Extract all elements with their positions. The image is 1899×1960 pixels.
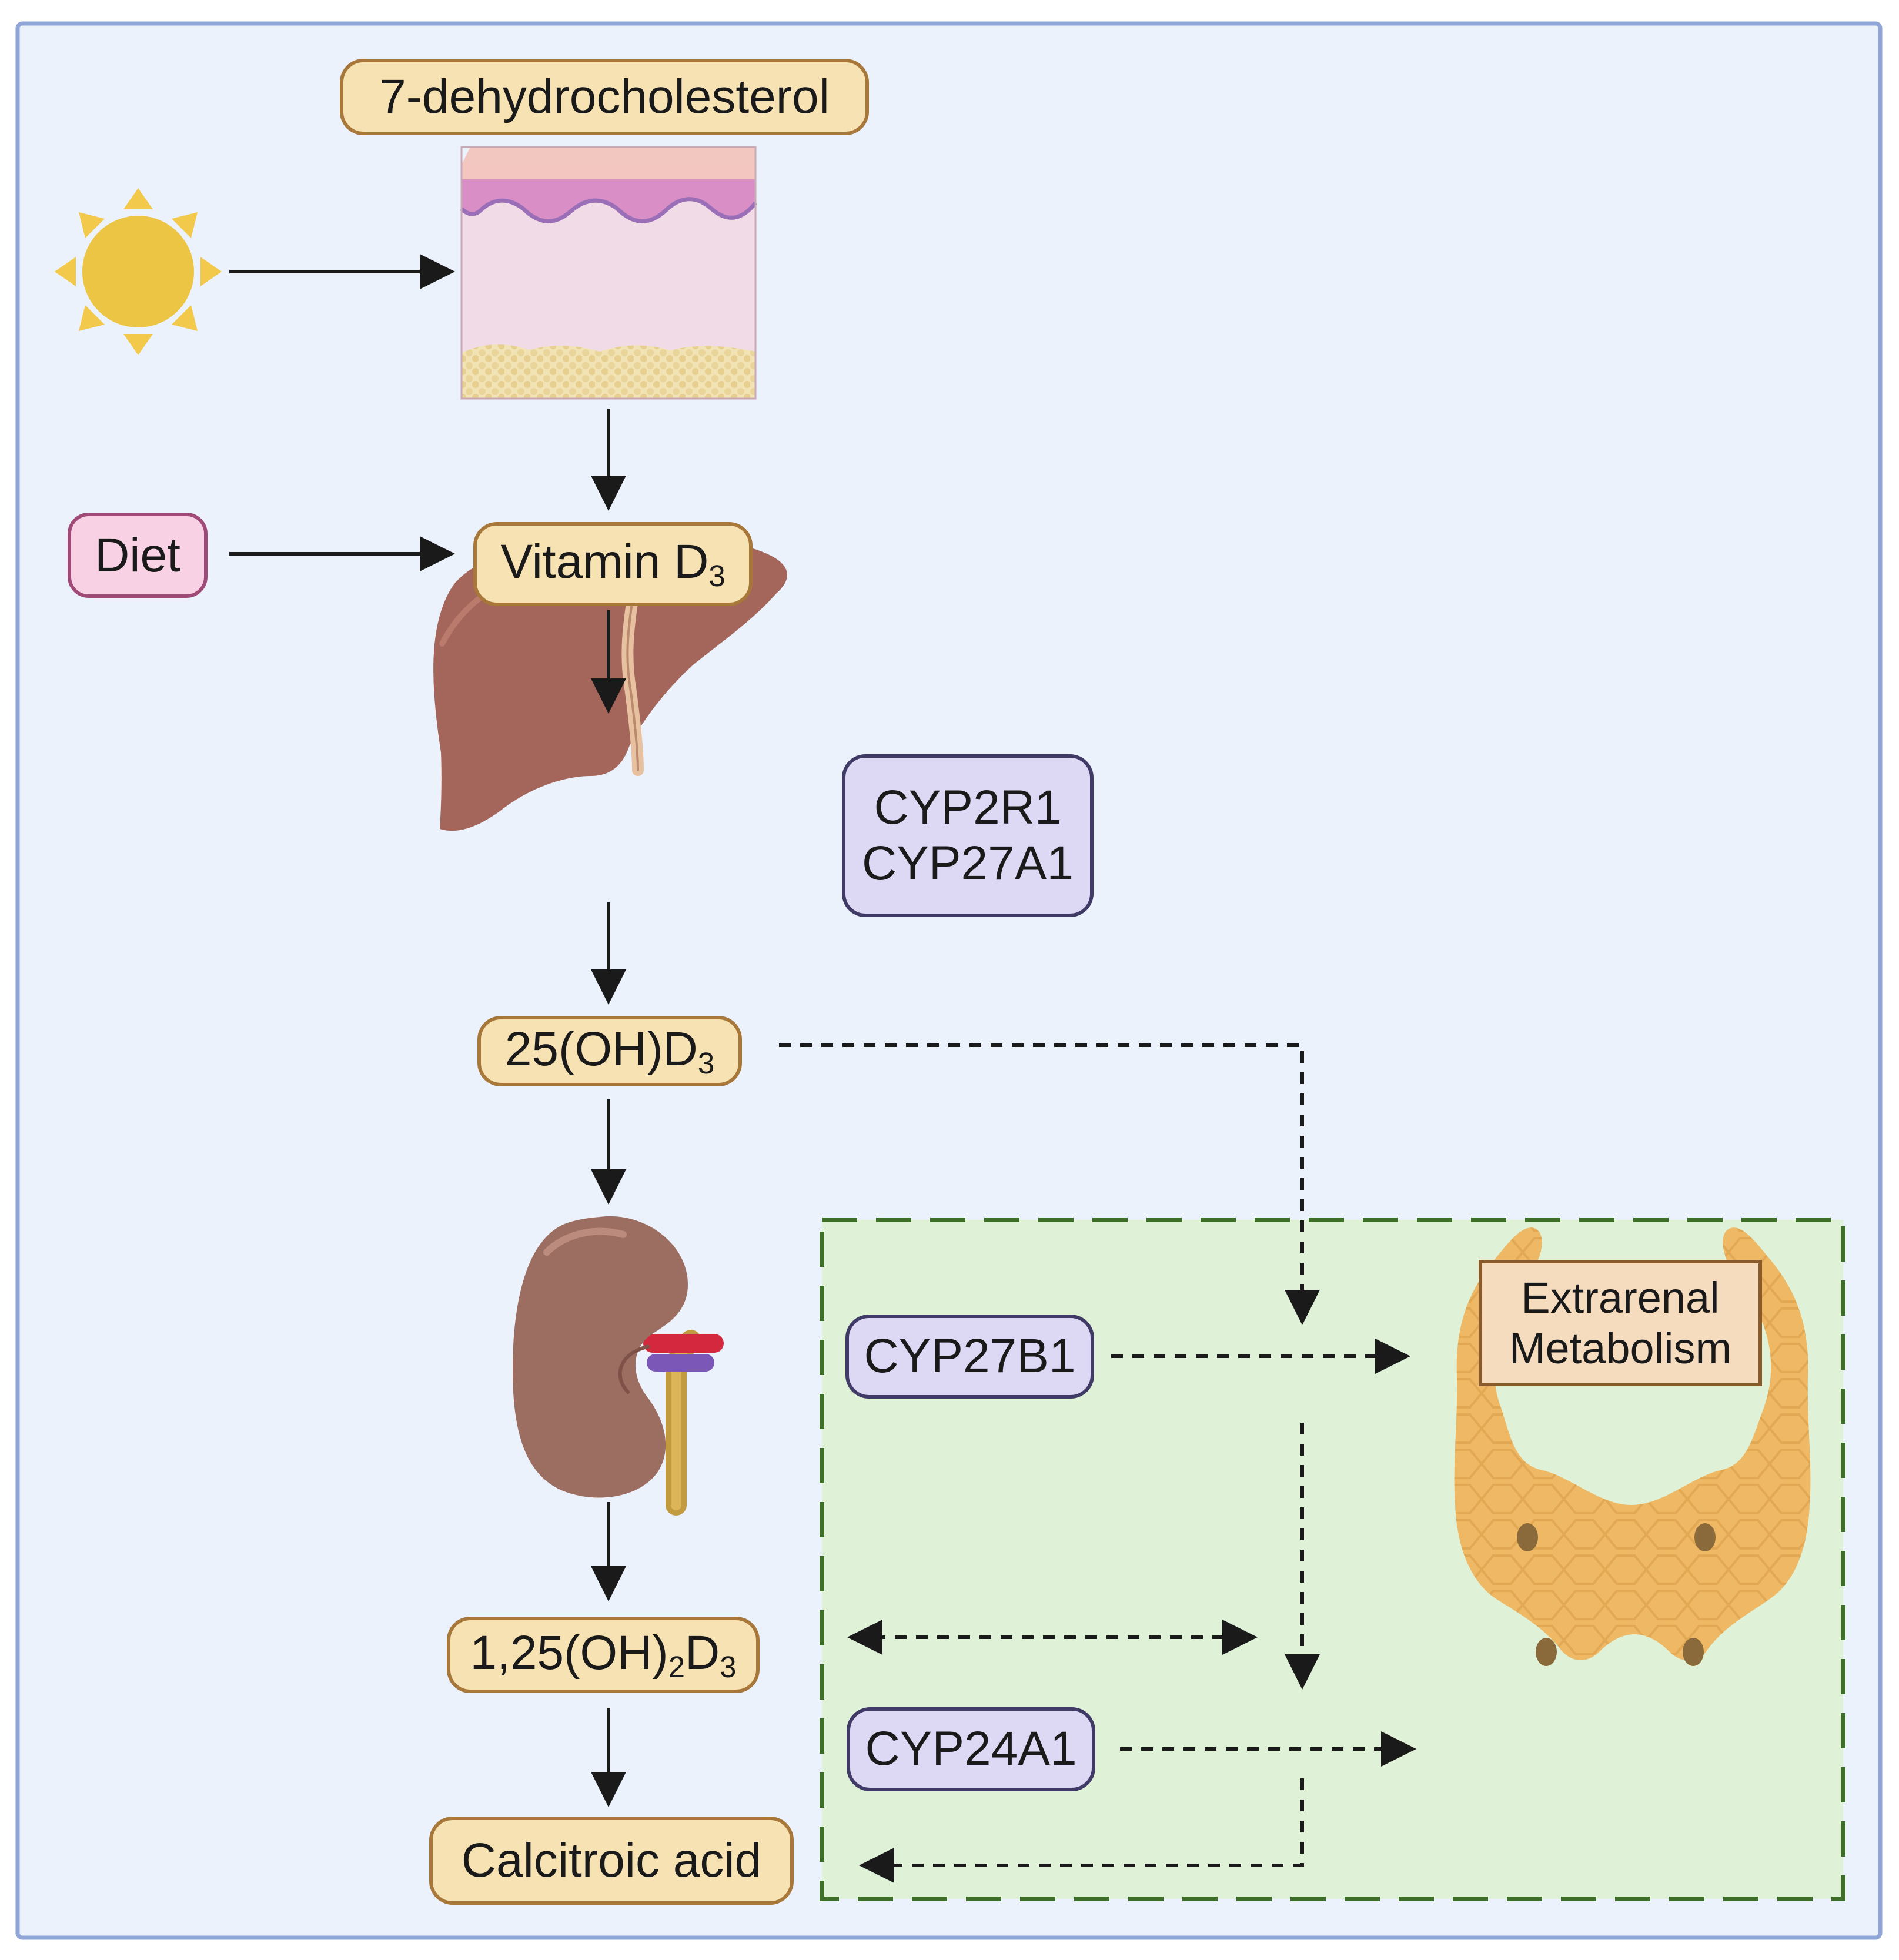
extrarenal-metabolism-label: Extrarenal Metabolism <box>1479 1260 1762 1386</box>
25ohd3-label: 25(OH)D3 <box>477 1016 742 1086</box>
extrarenal-line1-text: Extrarenal <box>1521 1273 1720 1323</box>
sun-icon <box>55 188 222 355</box>
calcitriol-text: 1,25(OH)2D3 <box>470 1625 737 1684</box>
extrarenal-line2-text: Metabolism <box>1509 1323 1732 1373</box>
kidney-icon <box>513 1216 724 1516</box>
25ohd3-text: 25(OH)D3 <box>504 1022 715 1081</box>
calcitriol-label: 1,25(OH)2D3 <box>447 1617 760 1693</box>
diet-text: Diet <box>95 528 180 582</box>
dashed-arrows <box>779 1043 1416 1883</box>
cyp24a1-text: CYP24A1 <box>865 1722 1077 1776</box>
cyp24a1-label: CYP24A1 <box>847 1707 1095 1791</box>
calcitroic-acid-text: Calcitroic acid <box>461 1834 762 1887</box>
dashed-25ohd3-to-extrarenal <box>779 1043 1320 1325</box>
cyp2r1-text: CYP2R1 <box>874 781 1062 835</box>
dashed-return-to-calcitroic <box>859 1778 1304 1883</box>
calcitroic-acid-label: Calcitroic acid <box>429 1817 794 1905</box>
thyroid-gland-icon <box>1454 1227 1811 1666</box>
cyp27b1-text: CYP27B1 <box>864 1329 1076 1383</box>
vitamin-d3-text: Vitamin D3 <box>500 535 726 593</box>
cyp27a1-text: CYP27A1 <box>861 836 1074 890</box>
diet-label: Diet <box>68 513 208 598</box>
skin-cross-section-icon <box>460 146 757 400</box>
solid-arrows <box>229 254 626 1807</box>
vitamin-d3-label: Vitamin D3 <box>473 522 753 606</box>
cyp27b1-label: CYP27B1 <box>845 1315 1094 1399</box>
dehydrocholesterol-text: 7-dehydrocholesterol <box>379 70 830 123</box>
dehydrocholesterol-label: 7-dehydrocholesterol <box>340 59 869 135</box>
cyp2r1-cyp27a1-label: CYP2R1 CYP27A1 <box>842 754 1094 917</box>
